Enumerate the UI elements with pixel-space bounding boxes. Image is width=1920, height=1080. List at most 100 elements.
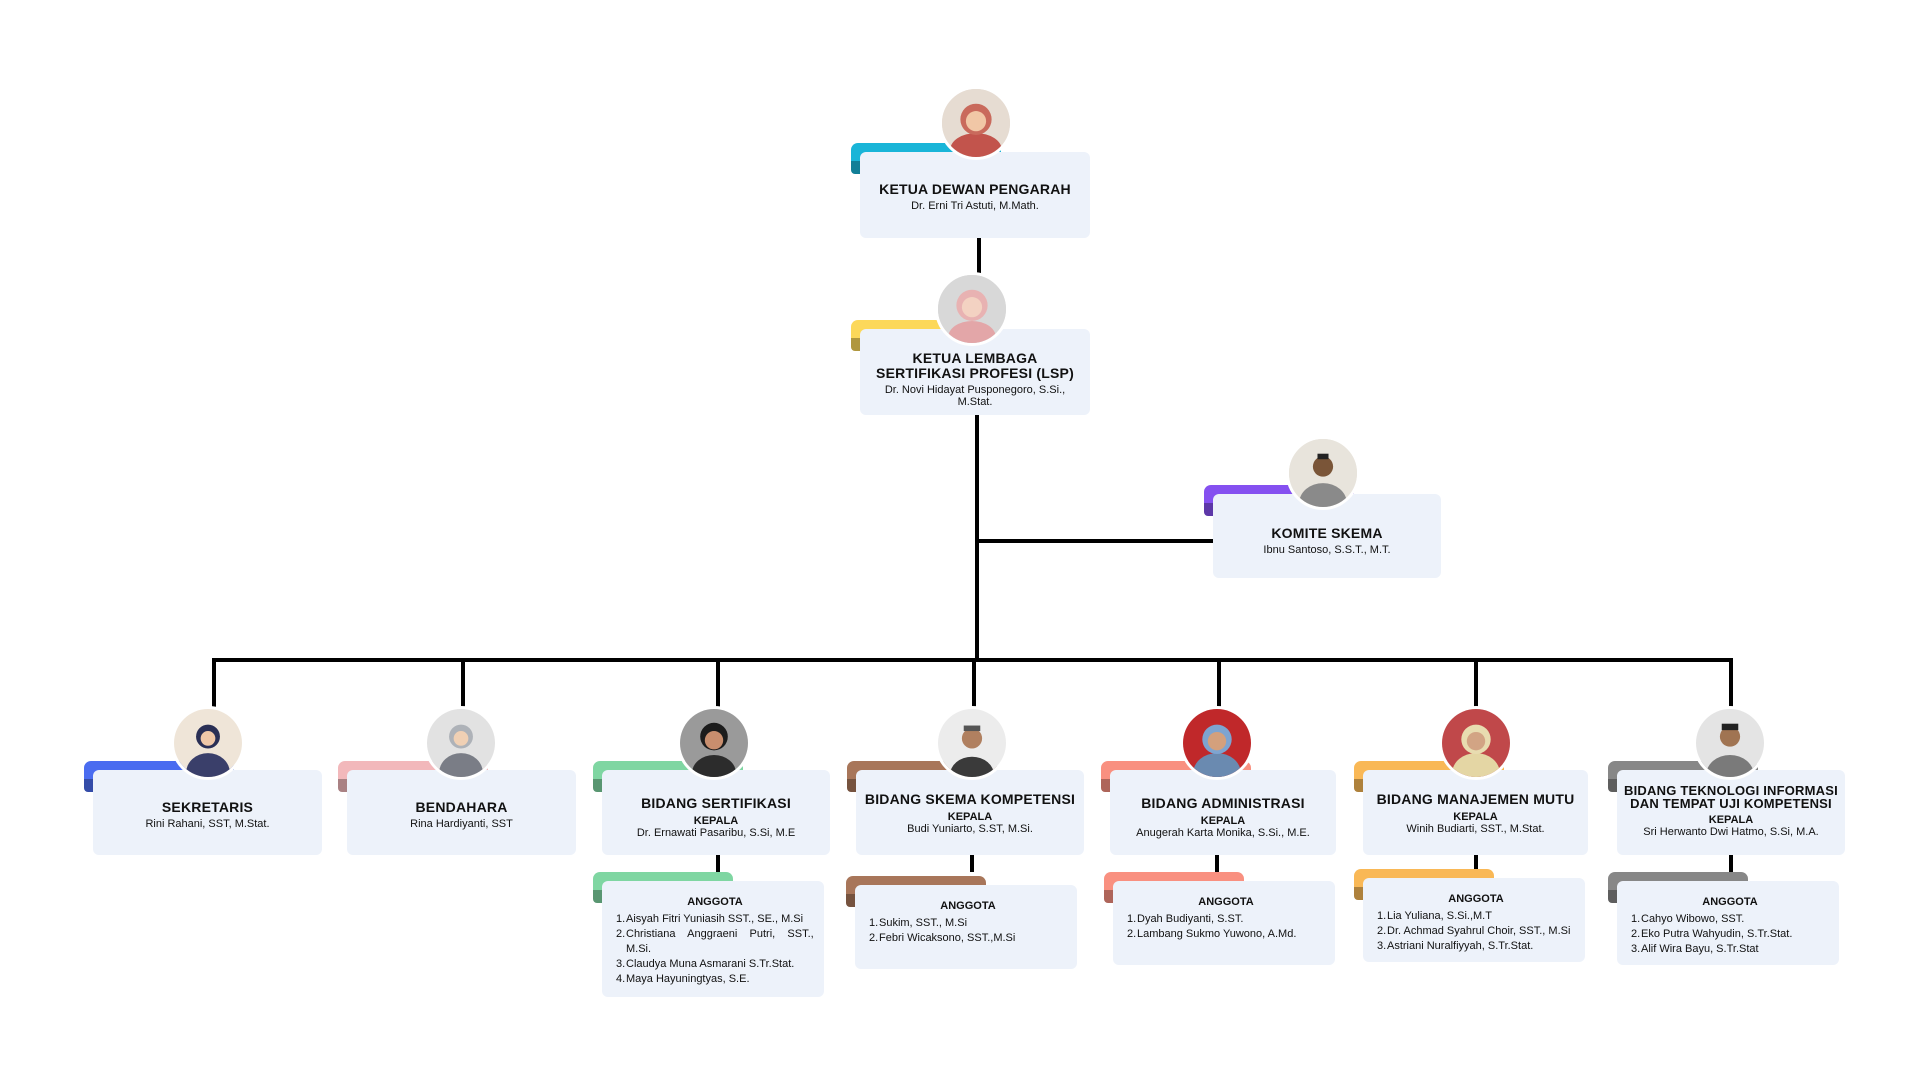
person-photo-icon bbox=[1183, 709, 1251, 777]
avatar-lsp bbox=[935, 272, 1009, 346]
unit-administrasi-anggota-head: ANGGOTA bbox=[1198, 896, 1254, 908]
unit-skema-card: BIDANG SKEMA KOMPETENSI KEPALA Budi Yuni… bbox=[856, 770, 1084, 855]
avatar-ti bbox=[1693, 706, 1767, 780]
unit-skema-anggota-card: ANGGOTA 1.Sukim, SST., M.Si 2.Febri Wica… bbox=[855, 885, 1077, 969]
unit-ti-card: BIDANG TEKNOLOGI INFORMASI DAN TEMPAT UJ… bbox=[1617, 770, 1845, 855]
unit-ti-member-list: 1.Cahyo Wibowo, SST. 2.Eko Putra Wahyudi… bbox=[1631, 912, 1829, 957]
avatar-top bbox=[939, 86, 1013, 160]
unit-sertifikasi-role: KEPALA bbox=[693, 815, 739, 827]
connector-top-lsp bbox=[977, 238, 981, 278]
unit-ti-title-line1: BIDANG TEKNOLOGI INFORMASI bbox=[1624, 783, 1838, 798]
person-photo-icon bbox=[1442, 709, 1510, 777]
connector-drop-6 bbox=[1474, 658, 1478, 708]
person-photo-icon bbox=[938, 275, 1006, 343]
unit-bendahara-name: Rina Hardiyanti, SST bbox=[410, 818, 513, 830]
unit-mutu-card: BIDANG MANAJEMEN MUTU KEPALA Winih Budia… bbox=[1363, 770, 1588, 855]
member-item: 2.Christiana Anggraeni Putri, SST., bbox=[616, 928, 814, 940]
unit-sertifikasi-name: Dr. Ernawati Pasaribu, S.Si, M.E bbox=[636, 827, 796, 839]
top-card: KETUA DEWAN PENGARAH Dr. Erni Tri Astuti… bbox=[860, 152, 1090, 238]
unit-bendahara-card: BENDAHARA Rina Hardiyanti, SST bbox=[347, 770, 576, 855]
unit-mutu-member-list: 1.Lia Yuliana, S.Si.,M.T 2.Dr. Achmad Sy… bbox=[1377, 909, 1575, 954]
member-item: 3.Claudya Muna Asmarani S.Tr.Stat. bbox=[616, 958, 795, 970]
member-item: 1.Cahyo Wibowo, SST. bbox=[1631, 913, 1745, 925]
unit-sekretaris-card: SEKRETARIS Rini Rahani, SST, M.Stat. bbox=[93, 770, 322, 855]
unit-sertifikasi-title: BIDANG SERTIFIKASI bbox=[641, 795, 791, 811]
top-title: KETUA DEWAN PENGARAH bbox=[879, 181, 1071, 197]
person-photo-icon bbox=[942, 89, 1010, 157]
unit-skema-member-list: 1.Sukim, SST., M.Si 2.Febri Wicaksono, S… bbox=[869, 916, 1067, 946]
unit-ti-name: Sri Herwanto Dwi Hatmo, S.Si, M.A. bbox=[1643, 826, 1819, 838]
unit-skema-role: KEPALA bbox=[947, 811, 993, 823]
lsp-name-line1: Dr. Novi Hidayat Pusponegoro, S.Si., bbox=[884, 384, 1066, 396]
connector-anggota-4 bbox=[970, 852, 974, 872]
member-item: 2.Lambang Sukmo Yuwono, A.Md. bbox=[1127, 928, 1297, 940]
unit-administrasi-name: Anugerah Karta Monika, S.Si., M.E. bbox=[1136, 827, 1310, 839]
unit-sertifikasi-card: BIDANG SERTIFIKASI KEPALA Dr. Ernawati P… bbox=[602, 770, 830, 855]
member-item: 2.Febri Wicaksono, SST.,M.Si bbox=[869, 932, 1016, 944]
member-item: 3.Alif Wira Bayu, S.Tr.Stat bbox=[1631, 943, 1759, 955]
connector-anggota-5 bbox=[1215, 852, 1219, 872]
lsp-title-line1: KETUA LEMBAGA bbox=[912, 350, 1038, 366]
connector-anggota-6 bbox=[1474, 852, 1478, 872]
unit-administrasi-role: KEPALA bbox=[1200, 815, 1246, 827]
avatar-sertifikasi bbox=[677, 706, 751, 780]
connector-anggota-7 bbox=[1729, 852, 1733, 872]
unit-administrasi-member-list: 1.Dyah Budiyanti, S.ST. 2.Lambang Sukmo … bbox=[1127, 912, 1325, 942]
connector-anggota-3 bbox=[716, 852, 720, 872]
person-photo-icon bbox=[938, 709, 1006, 777]
unit-sekretaris-name: Rini Rahani, SST, M.Stat. bbox=[145, 818, 270, 830]
connector-drop-4 bbox=[972, 658, 976, 708]
unit-skema-anggota-head: ANGGOTA bbox=[940, 900, 996, 912]
connector-drop-1 bbox=[212, 658, 216, 708]
unit-mutu-role: KEPALA bbox=[1453, 811, 1498, 823]
member-item-cont: M.Si. bbox=[626, 943, 652, 955]
komite-title: KOMITE SKEMA bbox=[1271, 525, 1383, 541]
unit-sertifikasi-anggota-card: ANGGOTA 1.Aisyah Fitri Yuniasih SST., SE… bbox=[602, 881, 824, 997]
unit-administrasi-anggota-card: ANGGOTA 1.Dyah Budiyanti, S.ST. 2.Lamban… bbox=[1113, 881, 1335, 965]
avatar-bendahara bbox=[424, 706, 498, 780]
member-item: 3.Astriani Nuralfiyyah, S.Tr.Stat. bbox=[1377, 940, 1534, 952]
komite-name: Ibnu Santoso, S.S.T., M.T. bbox=[1263, 544, 1391, 556]
person-photo-icon bbox=[174, 709, 242, 777]
unit-ti-role: KEPALA bbox=[1708, 814, 1754, 826]
connector-komite bbox=[975, 539, 1217, 543]
unit-bendahara-title: BENDAHARA bbox=[415, 799, 508, 815]
connector-lsp-trunk bbox=[975, 415, 979, 660]
unit-sertifikasi-member-list: 1.Aisyah Fitri Yuniasih SST., SE., M.Si … bbox=[616, 912, 814, 987]
connector-drop-5 bbox=[1217, 658, 1221, 708]
unit-mutu-anggota-card: ANGGOTA 1.Lia Yuliana, S.Si.,M.T 2.Dr. A… bbox=[1363, 878, 1585, 962]
member-item: 2.Dr. Achmad Syahrul Choir, SST., M.Si bbox=[1377, 925, 1571, 937]
unit-sekretaris-title: SEKRETARIS bbox=[161, 799, 254, 815]
avatar-komite bbox=[1286, 436, 1360, 510]
unit-sertifikasi-anggota-head: ANGGOTA bbox=[687, 896, 743, 908]
unit-mutu-anggota-head: ANGGOTA bbox=[1448, 893, 1504, 905]
connector-drop-3 bbox=[716, 658, 720, 708]
member-item: 2.Eko Putra Wahyudin, S.Tr.Stat. bbox=[1631, 928, 1793, 940]
unit-skema-title: BIDANG SKEMA KOMPETENSI bbox=[864, 791, 1076, 807]
member-item: 4.Maya Hayuningtyas, S.E. bbox=[616, 973, 750, 985]
lsp-title-line2: SERTIFIKASI PROFESI (LSP) bbox=[876, 365, 1074, 381]
unit-administrasi-title: BIDANG ADMINISTRASI bbox=[1141, 795, 1305, 811]
unit-ti-anggota-card: ANGGOTA 1.Cahyo Wibowo, SST. 2.Eko Putra… bbox=[1617, 881, 1839, 965]
avatar-mutu bbox=[1439, 706, 1513, 780]
unit-ti-anggota-head: ANGGOTA bbox=[1702, 896, 1758, 908]
connector-drop-2 bbox=[461, 658, 465, 708]
unit-mutu-name: Winih Budiarti, SST., M.Stat. bbox=[1406, 823, 1545, 835]
lsp-card: KETUA LEMBAGA SERTIFIKASI PROFESI (LSP) … bbox=[860, 329, 1090, 415]
person-photo-icon bbox=[1289, 439, 1357, 507]
unit-mutu-title: BIDANG MANAJEMEN MUTU bbox=[1376, 791, 1575, 807]
avatar-sekretaris bbox=[171, 706, 245, 780]
connector-drop-7 bbox=[1729, 658, 1733, 708]
top-name: Dr. Erni Tri Astuti, M.Math. bbox=[911, 200, 1039, 212]
person-photo-icon bbox=[680, 709, 748, 777]
avatar-skema bbox=[935, 706, 1009, 780]
person-photo-icon bbox=[427, 709, 495, 777]
unit-skema-name: Budi Yuniarto, S.ST, M.Si. bbox=[907, 823, 1033, 835]
avatar-administrasi bbox=[1180, 706, 1254, 780]
unit-ti-title-line2: DAN TEMPAT UJI KOMPETENSI bbox=[1630, 796, 1832, 811]
person-photo-icon bbox=[1696, 709, 1764, 777]
member-item: 1.Dyah Budiyanti, S.ST. bbox=[1127, 913, 1244, 925]
member-item: 1.Sukim, SST., M.Si bbox=[869, 917, 968, 929]
member-item: 1.Lia Yuliana, S.Si.,M.T bbox=[1377, 910, 1492, 922]
lsp-name-line2: M.Stat. bbox=[957, 396, 993, 408]
